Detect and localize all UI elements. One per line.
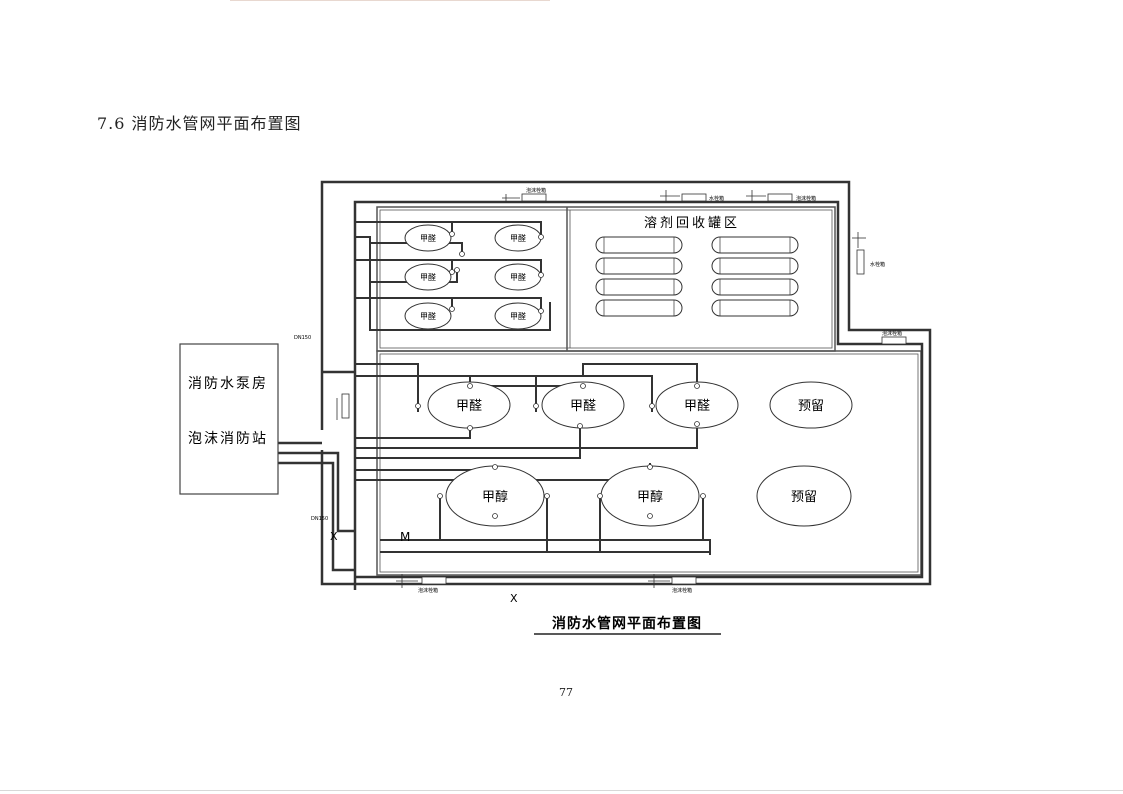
- tank-top-6: [494, 302, 542, 330]
- pump-house-label-2: 泡沫消防站: [188, 431, 268, 447]
- top-small-tanks: [404, 224, 542, 330]
- hydrant-label-right: 水栓箱: [870, 261, 885, 268]
- tank-reserved-2: [756, 465, 852, 527]
- tank-formaldehyde-label-2: 甲醛: [570, 398, 596, 414]
- tank-top-label-4: 甲醛: [510, 272, 526, 282]
- solvent-tank-2: [595, 257, 683, 275]
- solvent-tank-8: [711, 299, 799, 317]
- hydrant-box-left: [341, 393, 350, 419]
- hydrant-label-top-3: 泡沫栓箱: [796, 195, 816, 202]
- section-title: 7.6 消防水管网平面布置图: [97, 114, 302, 133]
- valve-x-bottom: X: [510, 592, 518, 605]
- solvent-tank-5: [711, 236, 799, 254]
- tank-reserved-label-2: 预留: [791, 490, 817, 505]
- solvent-tank-6: [711, 257, 799, 275]
- diagram-caption: 消防水管网平面布置图: [552, 615, 702, 632]
- tank-top-1: [404, 224, 452, 252]
- tank-reserved-label-1: 预留: [798, 399, 824, 414]
- tank-top-3: [404, 263, 452, 291]
- pump-house-label-1: 消防水泵房: [188, 376, 268, 392]
- tank-reserved-1: [769, 381, 853, 429]
- valve-x-left: X: [330, 530, 338, 543]
- solvent-tank-1: [595, 236, 683, 254]
- hydrant-box-top-1: [521, 193, 547, 202]
- hydrant-box-bottom-2: [671, 576, 697, 585]
- pipe-dn-label-upper: DN150: [294, 335, 311, 341]
- tank-top-label-2: 甲醛: [510, 233, 526, 243]
- pump-house-building: [179, 343, 279, 495]
- tank-top-label-5: 甲醛: [420, 311, 436, 321]
- solvent-area-label: 溶剂回收罐区: [644, 216, 740, 231]
- tank-top-label-6: 甲醛: [510, 311, 526, 321]
- upper-branch-pipes: [355, 221, 551, 331]
- scan-edge-top: [230, 0, 550, 1]
- solvent-tank-4: [595, 299, 683, 317]
- tank-nozzles: [415, 231, 706, 519]
- hydrant-symbols: [336, 190, 907, 588]
- tank-top-label-3: 甲醛: [420, 272, 436, 282]
- hydrant-box-top-2: [681, 193, 707, 202]
- pump-house-feed-pipes: [278, 370, 355, 572]
- diagram-text: 消防水泵房 泡沫消防站 溶剂回收罐区 甲醛 甲醛 甲醛 甲醛 甲醛 甲醛 甲醛 …: [188, 187, 902, 632]
- scan-edge-bottom: [0, 790, 1123, 791]
- tank-methanol-label-1: 甲醇: [482, 489, 508, 505]
- hydrant-label-top-2: 水栓箱: [709, 195, 724, 202]
- valve-m-label: M: [400, 530, 410, 544]
- hydrant-label-top-1: 泡沫栓箱: [526, 187, 546, 194]
- solvent-recovery-tanks: [595, 236, 799, 317]
- tank-top-5: [404, 302, 452, 330]
- hydrant-label-bottom-2: 泡沫栓箱: [672, 587, 692, 594]
- hydrant-label-bottom-1: 泡沫栓箱: [418, 587, 438, 594]
- hydrant-box-bottom-1: [421, 576, 447, 585]
- hydrant-box-mid-right: [881, 336, 907, 345]
- tank-formaldehyde-2: [541, 381, 625, 429]
- site-outline: [376, 206, 922, 576]
- pipe-dn-label-lower: DN150: [311, 516, 328, 522]
- tank-formaldehyde-label-3: 甲醛: [684, 398, 710, 414]
- tank-formaldehyde-3: [655, 381, 739, 429]
- lower-branch-pipes: [355, 363, 711, 555]
- tank-top-label-1: 甲醛: [420, 233, 436, 243]
- hydrant-label-mid-right: 泡沫栓箱: [882, 330, 902, 337]
- solvent-tank-3: [595, 278, 683, 296]
- tank-methanol-label-2: 甲醇: [637, 489, 663, 505]
- large-tanks: [427, 381, 853, 527]
- tank-formaldehyde-label-1: 甲醛: [456, 398, 482, 414]
- page-number: 77: [559, 686, 573, 699]
- hydrant-box-top-3: [767, 193, 793, 202]
- solvent-tank-7: [711, 278, 799, 296]
- hydrant-box-right: [856, 249, 865, 275]
